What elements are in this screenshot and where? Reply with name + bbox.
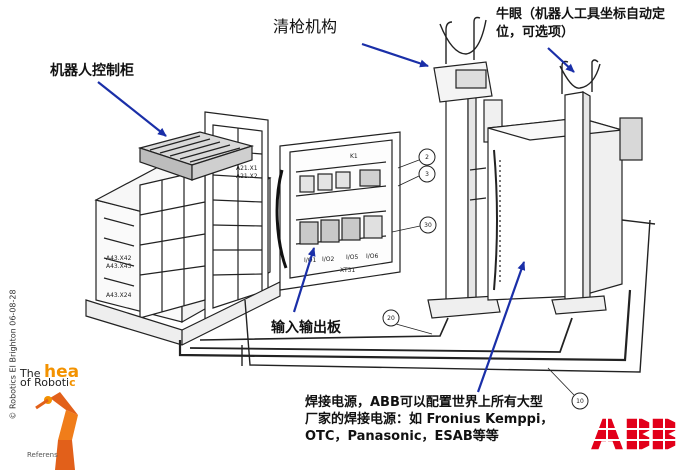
arrow-controller bbox=[97, 81, 167, 137]
label-robot-controller: 机器人控制柜 bbox=[50, 63, 134, 79]
label-torch-cleaner: 清枪机构 bbox=[273, 17, 338, 36]
tag-io5: I/O5 bbox=[346, 254, 359, 261]
callout-10: 10 bbox=[571, 392, 589, 410]
io-panel bbox=[275, 131, 401, 291]
arrow-io-board bbox=[292, 247, 316, 313]
label-welding-power: 焊接电源，ABB可以配置世界上所有大型厂家的焊接电源：如 Fronius Kem… bbox=[305, 395, 554, 444]
callout-2: 2 bbox=[418, 148, 436, 166]
arrow-bullseye bbox=[547, 47, 575, 73]
controller-tags: A21.X1 A21.X2 A43.X42 A43.X43 A43.X24 bbox=[106, 165, 258, 299]
abb-logo bbox=[588, 416, 680, 452]
pointer-arrows bbox=[97, 42, 575, 393]
tag-io6: I/O6 bbox=[366, 253, 379, 260]
tag-io2: I/O2 bbox=[322, 256, 335, 263]
cables bbox=[178, 219, 656, 373]
svg-text:20: 20 bbox=[387, 315, 395, 322]
tag-a21-x2: A21.X2 bbox=[236, 173, 258, 180]
arrow-welding-power bbox=[476, 261, 526, 393]
callout-3: 3 bbox=[418, 165, 436, 183]
tag-a21-x1: A21.X1 bbox=[236, 165, 258, 172]
callouts: 2 3 30 20 10 bbox=[382, 148, 589, 410]
side-copyright-text: © Robotics EI Brighton 06-08-28 bbox=[8, 289, 18, 420]
callout-20: 20 bbox=[382, 309, 400, 327]
svg-text:30: 30 bbox=[424, 222, 432, 229]
arrow-torch-cleaner bbox=[361, 42, 429, 68]
bullseye-stand bbox=[551, 59, 607, 315]
robot-controller-cabinet bbox=[85, 111, 281, 346]
tag-xt31: XT31 bbox=[340, 267, 355, 274]
svg-text:3: 3 bbox=[425, 171, 429, 178]
tag-a43-x24: A43.X24 bbox=[106, 292, 132, 299]
torch-cleaning-station bbox=[427, 16, 503, 319]
callout-30: 30 bbox=[419, 216, 437, 234]
brand-tagline: The hea of Robotic bbox=[20, 362, 80, 389]
brand-robot-graphic bbox=[35, 392, 78, 470]
reference-text: Referens bbox=[27, 451, 58, 459]
svg-text:10: 10 bbox=[576, 398, 584, 405]
tag-a43-x43: A43.X43 bbox=[106, 263, 132, 270]
label-bullseye: 牛眼（机器人工具坐标自动定位，可选项） bbox=[496, 7, 666, 40]
tag-k1: K1 bbox=[350, 153, 358, 160]
tagline-prefix: The bbox=[20, 367, 44, 380]
tagline-line2: of Robotic bbox=[20, 376, 76, 389]
tag-a43-x42: A43.X42 bbox=[106, 255, 132, 262]
svg-text:2: 2 bbox=[425, 154, 429, 161]
label-io-board: 输入输出板 bbox=[271, 320, 341, 336]
tagline-highlight: hea bbox=[43, 362, 80, 382]
